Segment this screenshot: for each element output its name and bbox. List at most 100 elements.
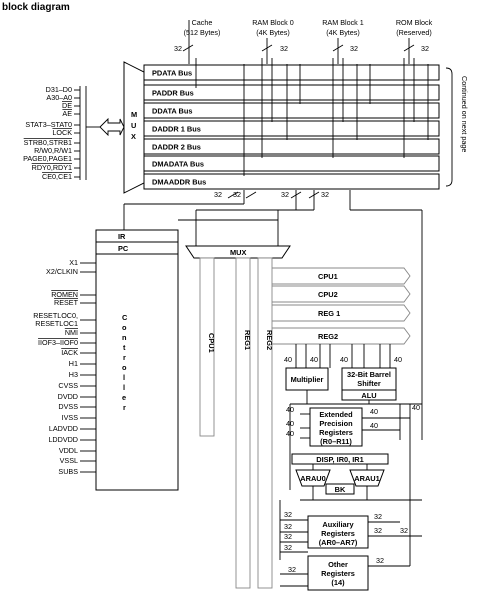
- ctrl-signal: IVSS: [62, 413, 79, 422]
- ctrl-signal: VSSL: [60, 456, 78, 465]
- mux-letter: X: [131, 132, 136, 141]
- width-label: 32: [233, 190, 241, 199]
- signal-label: RDY0,RDY1: [32, 163, 72, 172]
- disp-register: [291, 453, 389, 465]
- ctrl-signal: RESET: [54, 298, 79, 307]
- memory-arrows: 32 32 32 32: [174, 20, 429, 64]
- controller-letter: C: [122, 313, 128, 322]
- memory-labels: Cache (512 Bytes) RAM Block 0 (4K Bytes)…: [184, 18, 433, 37]
- external-bus-arrow: [99, 117, 125, 137]
- ext-label: Precision: [319, 419, 353, 428]
- barrel-label: Shifter: [357, 379, 381, 388]
- mux-letter: U: [131, 121, 136, 130]
- ctrl-signal: CVSS: [58, 381, 78, 390]
- cpu1-vertical-bus: [199, 257, 215, 437]
- pc-register: [95, 241, 179, 255]
- bus-label: DADDR 2 Bus: [152, 143, 201, 152]
- aux-label: Registers: [321, 529, 355, 538]
- controller-signals: X1 X2/CLKIN ROMEN RESET RESETLOC0, RESET…: [33, 258, 96, 476]
- bus-label: DMAADDR Bus: [152, 178, 206, 187]
- ctrl-signal: ROMEN: [51, 290, 78, 299]
- arau0-label: ARAU0: [300, 474, 325, 483]
- multiplier-label: Multiplier: [291, 375, 324, 384]
- width-label: 32: [284, 522, 292, 531]
- alu-wiring: 40 40 40 40: [284, 344, 402, 368]
- other-registers: [307, 555, 369, 591]
- ext-wiring: 40 40 40 40 40 40: [286, 390, 422, 490]
- width-label: 32: [321, 190, 329, 199]
- width-label: 32: [284, 543, 292, 552]
- disp-label: DISP, IR0, IR1: [316, 455, 364, 464]
- ext-label: Registers: [319, 428, 353, 437]
- controller-letter: n: [122, 333, 127, 342]
- ext-label: Extended: [319, 410, 353, 419]
- ctrl-signal: RESETLOC1: [35, 319, 78, 328]
- mux-letter: M: [131, 110, 137, 119]
- vertical-bus-label: CPU1: [207, 333, 216, 353]
- signal-label: AE: [62, 109, 72, 118]
- bus-drops: 32 32 32 32: [123, 190, 423, 440]
- ext-label: (R0–R11): [320, 437, 352, 446]
- width-label: 40: [286, 429, 294, 438]
- barrel-label: 32-Bit Barrel: [347, 370, 391, 379]
- auxiliary-registers: [307, 515, 369, 549]
- lane-label: REG 1: [318, 309, 340, 318]
- vertical-bus-label: REG2: [265, 330, 274, 350]
- controller-block: [95, 253, 179, 491]
- ram0-width: 32: [280, 44, 288, 53]
- ctrl-signal: IIOF3–IIOF0: [38, 338, 78, 347]
- signal-label: STRB0,STRB1: [24, 138, 72, 147]
- ctrl-signal: X2/CLKIN: [46, 267, 78, 276]
- ir-label: IR: [118, 232, 126, 241]
- continued-bracket: [445, 67, 453, 187]
- ir-register: [95, 229, 179, 243]
- other-label: (14): [331, 578, 345, 587]
- bus-lanes: PDATA Bus PADDR Bus DDATA Bus DADDR 1 Bu…: [143, 64, 440, 190]
- lane-label: REG2: [318, 332, 338, 341]
- ctrl-signal: VDDL: [59, 446, 78, 455]
- continued-note: Continued on next page: [460, 76, 469, 152]
- signal-label: A30–A0: [46, 93, 72, 102]
- lane-label: CPU2: [318, 290, 338, 299]
- aux-wiring: 32 32 32 32 32 32 32: [279, 500, 422, 560]
- rom-status-label: (Reserved): [396, 28, 432, 37]
- ram1-size-label: (4K Bytes): [326, 28, 360, 37]
- width-label: 32: [288, 565, 296, 574]
- vertical-buses: CPU1 REG1 REG2: [199, 257, 274, 589]
- width-label: 32: [374, 526, 382, 535]
- width-label: 32: [284, 510, 292, 519]
- ctrl-signal: RESETLOC0,: [33, 311, 78, 320]
- width-label: 32: [376, 556, 384, 565]
- bus-label: PDATA Bus: [152, 69, 192, 78]
- vertical-bus-label: REG1: [243, 330, 252, 350]
- extended-precision-registers: [309, 407, 363, 447]
- ctrl-signal: IACK: [61, 348, 78, 357]
- other-wiring: 32 32: [280, 460, 411, 587]
- ram0-label: RAM Block 0: [252, 18, 294, 27]
- top-mux: [123, 61, 145, 194]
- rom-label: ROM Block: [396, 18, 433, 27]
- lower-mux: [185, 245, 291, 259]
- cache-label: Cache: [192, 18, 213, 27]
- cache-width: 32: [174, 44, 182, 53]
- signal-label: CE0,CE1: [42, 172, 72, 181]
- width-label: 32: [284, 532, 292, 541]
- width-label: 32: [214, 190, 222, 199]
- other-label: Registers: [321, 569, 355, 578]
- ctrl-signal: NMI: [65, 328, 78, 337]
- bus-label: DMADATA Bus: [152, 160, 204, 169]
- aux-label: Auxiliary: [322, 520, 354, 529]
- width-label: 40: [412, 403, 420, 412]
- controller-letter: r: [123, 353, 126, 362]
- other-label: Other: [328, 560, 348, 569]
- ctrl-signal: H3: [69, 370, 78, 379]
- signal-label: D31–D0: [46, 85, 72, 94]
- alu-label: ALU: [361, 391, 376, 400]
- controller-letter: o: [122, 323, 127, 332]
- width-label: 40: [340, 355, 348, 364]
- bus-label: PADDR Bus: [152, 89, 194, 98]
- pc-label: PC: [118, 244, 129, 253]
- ctrl-signal: X1: [69, 258, 78, 267]
- aux-label: (AR0–AR7): [319, 538, 358, 547]
- controller-letter: o: [122, 363, 127, 372]
